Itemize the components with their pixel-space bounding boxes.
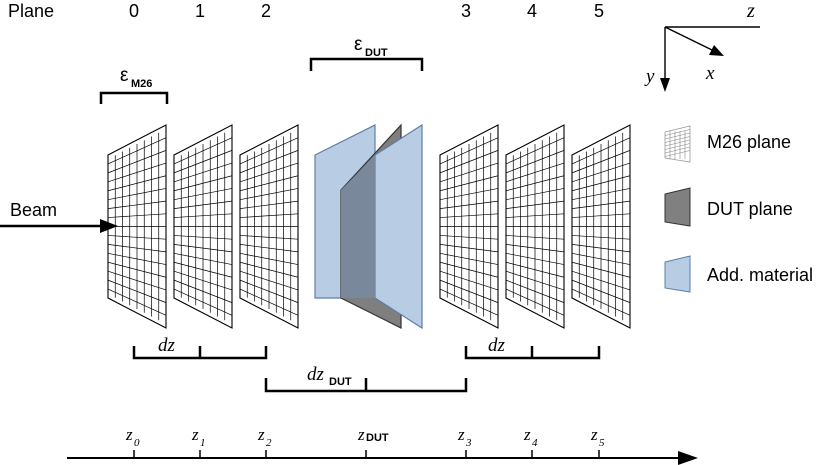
z-tick-label-6: z	[590, 425, 598, 444]
m26-plane-0	[107, 124, 167, 329]
epsilon-dut-symbol: ε	[354, 34, 363, 55]
dz-left-bracket	[132, 346, 268, 360]
additional-material-front	[374, 123, 423, 330]
legend-dut-label: DUT plane	[707, 199, 793, 219]
plane-number-4: 4	[527, 1, 537, 21]
legend-m26-swatch	[664, 125, 691, 163]
beam-label: Beam	[10, 200, 57, 220]
epsilon-dut-subscript: DUT	[365, 47, 388, 59]
plane-number-3: 3	[461, 1, 471, 21]
z-tick-subscript-2: 2	[266, 437, 272, 449]
m26-plane-1	[173, 124, 233, 329]
plane-number-0: 0	[129, 1, 139, 21]
z-tick-label-4: z	[457, 425, 465, 444]
legend-material-swatch	[664, 255, 691, 293]
plane-number-1: 1	[195, 1, 205, 21]
epsilon-dut-bracket	[309, 57, 424, 71]
m26-plane-5	[571, 124, 631, 329]
legend: M26 plane DUT plane Add. material	[664, 125, 813, 293]
plane-number-2: 2	[261, 1, 271, 21]
z-tick-subscript-0: 0	[134, 437, 140, 449]
legend-material-label: Add. material	[707, 265, 813, 285]
m26-planes-group	[107, 124, 631, 329]
dz-right-label: dz	[488, 335, 506, 356]
z-tick-subscript-5: 4	[532, 437, 538, 449]
epsilon-m26-symbol: ε	[120, 65, 129, 86]
z-tick-label-3: z	[357, 425, 365, 444]
axis-y-label: y	[644, 66, 655, 87]
dz-left-label: dz	[158, 335, 176, 356]
plane-header-label: Plane	[8, 1, 54, 21]
legend-dut-swatch	[664, 187, 691, 227]
beam-arrow	[0, 219, 118, 233]
z-tick-label-1: z	[191, 425, 199, 444]
additional-material-overlap	[341, 155, 375, 298]
axis-z-label: z	[746, 0, 755, 22]
epsilon-m26-bracket	[99, 91, 169, 104]
z-tick-subscript-4: 3	[465, 437, 472, 449]
z-tick-subscript-3: DUT	[366, 432, 389, 444]
z-tick-subscript-6: 5	[599, 437, 605, 449]
z-tick-subscript-1: 1	[200, 437, 206, 449]
z-tick-label-5: z	[523, 425, 531, 444]
epsilon-m26-subscript: M26	[131, 78, 152, 90]
m26-plane-4	[505, 124, 565, 329]
dz-right-bracket	[464, 346, 601, 360]
m26-plane-3	[439, 124, 499, 329]
dz-dut-subscript: DUT	[329, 376, 352, 388]
dz-dut-label: dz	[307, 364, 325, 385]
coordinate-axes-icon	[660, 26, 760, 92]
dz-dut-bracket	[264, 378, 468, 393]
m26-plane-2	[239, 124, 299, 329]
legend-m26-label: M26 plane	[707, 132, 791, 152]
z-tick-label-2: z	[257, 425, 265, 444]
axis-x-label: x	[705, 63, 715, 84]
z-axis-arrow	[67, 451, 698, 465]
plane-number-5: 5	[594, 1, 604, 21]
z-tick-label-0: z	[125, 425, 133, 444]
